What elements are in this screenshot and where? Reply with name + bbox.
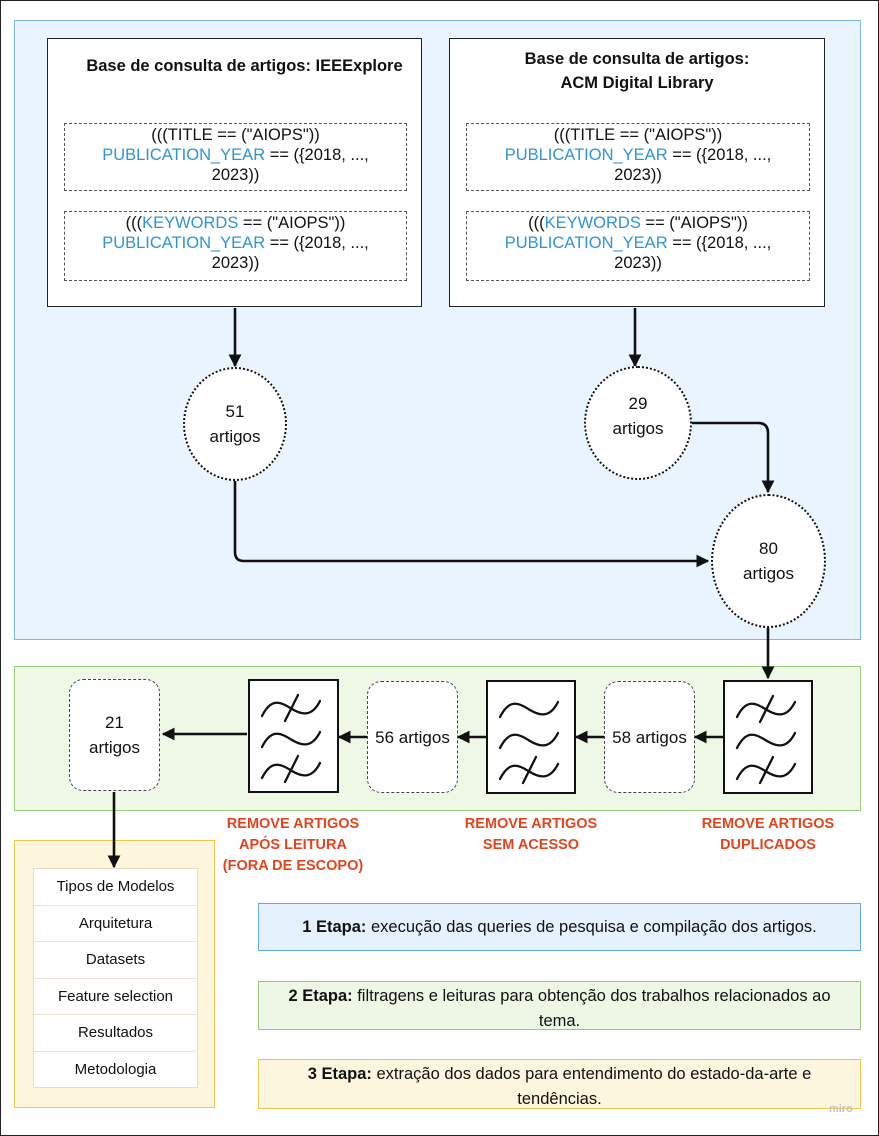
filter-wave-icon	[498, 700, 560, 785]
ieee-source-box: Base de consulta de artigos: IEEExplore …	[47, 38, 422, 307]
list-item: Metodologia	[74, 1060, 157, 1078]
acm-source-box: Base de consulta de artigos: ACM Digital…	[449, 38, 825, 307]
stage-text: execução das queries de pesquisa e compi…	[366, 917, 817, 936]
count-unit: artigos	[88, 738, 141, 757]
query-field-keyword: KEYWORDS	[142, 214, 239, 232]
query-prefix: (((	[125, 214, 143, 232]
query-field-keyword: PUBLICATION_YEAR	[102, 146, 266, 164]
stage-label: 1 Etapa:	[302, 917, 367, 936]
filter-reading-box	[248, 679, 339, 793]
query-line: (((KEYWORDS == ("AIOPS"))	[467, 213, 809, 233]
acm-title-line: ACM Digital Library	[560, 74, 714, 92]
label-line: DUPLICADOS	[720, 837, 816, 853]
list-item: Resultados	[34, 1015, 197, 1052]
query-operator: == ("AIOPS"))	[238, 214, 346, 232]
filter-duplicates-box	[723, 680, 813, 794]
label-line: REMOVE ARTIGOS	[226, 816, 360, 832]
stage-1-legend: 1 Etapa: execução das queries de pesquis…	[258, 903, 861, 951]
list-item: Feature selection	[34, 979, 197, 1015]
query-line: 2023))	[614, 166, 662, 184]
query-operator: == ("AIOPS"))	[640, 214, 748, 232]
query-line: (((TITLE == ("AIOPS"))	[151, 126, 320, 144]
filter-duplicates-label: REMOVE ARTIGOS DUPLICADOS	[690, 814, 846, 856]
acm-count-circle: 29 artigos	[584, 366, 692, 480]
label-line: REMOVE ARTIGOS	[464, 816, 598, 832]
after-access-count: 56 artigos	[367, 681, 458, 793]
arrow-29-to-80	[691, 421, 775, 494]
count-unit: artigos	[209, 427, 261, 446]
stage-label: 2 Etapa:	[288, 987, 353, 1005]
query-line: 2023))	[211, 254, 260, 272]
list-item: Arquitetura	[34, 906, 197, 942]
query-operator: == ({2018, ...,	[667, 234, 772, 252]
arrow-51-to-80	[233, 480, 710, 568]
query-operator: == ({2018, ...,	[265, 146, 369, 164]
list-item: Datasets	[34, 942, 197, 979]
miro-watermark: miro	[829, 1103, 853, 1115]
label-line: REMOVE ARTIGOS	[701, 816, 835, 832]
acm-source-title: Base de consulta de artigos: ACM Digital…	[450, 47, 824, 95]
query-line: PUBLICATION_YEAR == ({2018, ...,	[65, 233, 406, 253]
query-field-keyword: PUBLICATION_YEAR	[504, 146, 668, 164]
count-number: 51	[225, 402, 245, 421]
query-field-keyword: PUBLICATION_YEAR	[504, 234, 668, 252]
label-line: SEM ACESSO	[482, 837, 580, 853]
acm-keywords-query: (((KEYWORDS == ("AIOPS")) PUBLICATION_YE…	[466, 211, 810, 281]
query-line: 2023))	[211, 166, 260, 184]
query-prefix: (((	[528, 214, 545, 232]
query-operator: == ({2018, ...,	[265, 234, 369, 252]
count-unit: artigos	[612, 419, 664, 438]
query-field-keyword: KEYWORDS	[544, 214, 641, 232]
acm-title-line: Base de consulta de artigos:	[524, 50, 750, 68]
filter-access-label: REMOVE ARTIGOS SEM ACESSO	[453, 814, 609, 856]
ieee-keywords-query: (((KEYWORDS == ("AIOPS")) PUBLICATION_YE…	[64, 211, 407, 281]
acm-title-query: (((TITLE == ("AIOPS")) PUBLICATION_YEAR …	[466, 123, 810, 191]
final-count: 21 artigos	[69, 679, 160, 791]
query-operator: == ({2018, ...,	[667, 146, 772, 164]
total-count-circle: 80 artigos	[711, 494, 826, 628]
stage-label: 3 Etapa:	[307, 1065, 372, 1083]
filter-wave-icon	[735, 694, 797, 785]
query-field-keyword: PUBLICATION_YEAR	[102, 234, 266, 252]
query-line: PUBLICATION_YEAR == ({2018, ...,	[467, 145, 809, 165]
filter-wave-icon	[260, 693, 322, 784]
count-number: 21	[105, 713, 124, 732]
stage-text: filtragens e leituras para obtenção dos …	[352, 987, 831, 1030]
label-line: APÓS LEITURA	[239, 837, 347, 853]
list-item: Tipos de Modelos	[34, 869, 197, 906]
query-line: (((KEYWORDS == ("AIOPS"))	[65, 213, 406, 233]
query-line: PUBLICATION_YEAR == ({2018, ...,	[65, 145, 406, 165]
filter-access-box	[486, 680, 576, 794]
extraction-items-list: Tipos de Modelos Arquitetura Datasets Fe…	[33, 868, 198, 1088]
ieee-source-title: Base de consulta de artigos: IEEExplore	[86, 57, 403, 75]
count-number: 29	[628, 394, 648, 413]
query-line: PUBLICATION_YEAR == ({2018, ...,	[467, 233, 809, 253]
stage-3-legend: 3 Etapa: extração dos dados para entendi…	[258, 1059, 861, 1109]
ieee-title-query: (((TITLE == ("AIOPS")) PUBLICATION_YEAR …	[64, 123, 407, 191]
query-line: (((TITLE == ("AIOPS"))	[553, 126, 723, 144]
count-unit: artigos	[742, 564, 795, 583]
stage-text: extração dos dados para entendimento do …	[371, 1065, 812, 1108]
ieee-count-circle: 51 artigos	[183, 367, 287, 481]
after-duplicates-count: 58 artigos	[604, 681, 695, 793]
stage-2-legend: 2 Etapa: filtragens e leituras para obte…	[258, 981, 861, 1030]
filter-reading-label: REMOVE ARTIGOS APÓS LEITURA (FORA DE ESC…	[214, 814, 372, 877]
query-line: 2023))	[614, 254, 662, 272]
count-number: 80	[759, 539, 778, 558]
label-line: (FORA DE ESCOPO)	[222, 858, 364, 874]
